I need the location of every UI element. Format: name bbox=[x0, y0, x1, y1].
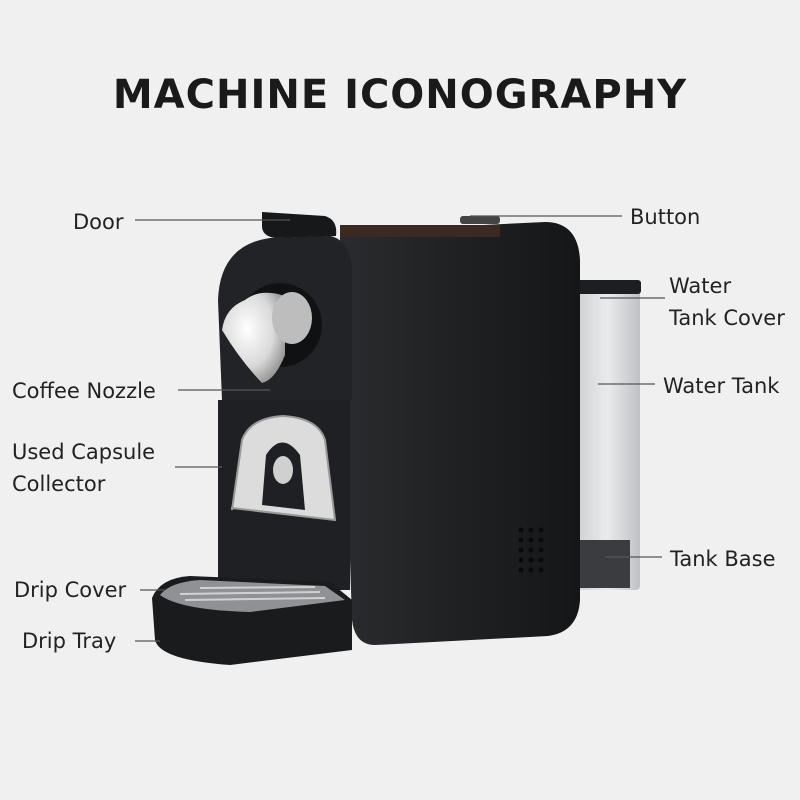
machine-body bbox=[340, 222, 580, 645]
water-tank-cover bbox=[575, 280, 641, 294]
label-door: Door bbox=[73, 210, 124, 234]
tank-base bbox=[578, 540, 630, 588]
door bbox=[262, 212, 337, 238]
coffee-nozzle bbox=[222, 292, 285, 383]
page-title: MACHINE ICONOGRAPHY bbox=[112, 72, 688, 118]
label-water-tank-cover-line1: Water bbox=[669, 274, 732, 298]
label-used-capsule-line2: Collector bbox=[12, 472, 106, 496]
label-used-capsule-line1: Used Capsule bbox=[12, 440, 156, 464]
label-drip-tray: Drip Tray bbox=[22, 629, 117, 653]
label-water-tank: Water Tank bbox=[663, 374, 780, 398]
label-water-tank-cover-line2: Tank Cover bbox=[669, 306, 785, 330]
leader-lines bbox=[135, 215, 665, 642]
label-tank-base: Tank Base bbox=[670, 547, 776, 571]
vent-holes bbox=[518, 527, 544, 573]
label-drip-cover: Drip Cover bbox=[14, 578, 127, 602]
machine-button bbox=[460, 216, 500, 224]
label-coffee-nozzle: Coffee Nozzle bbox=[12, 379, 156, 403]
label-button: Button bbox=[630, 205, 701, 229]
water-tank bbox=[575, 280, 641, 590]
